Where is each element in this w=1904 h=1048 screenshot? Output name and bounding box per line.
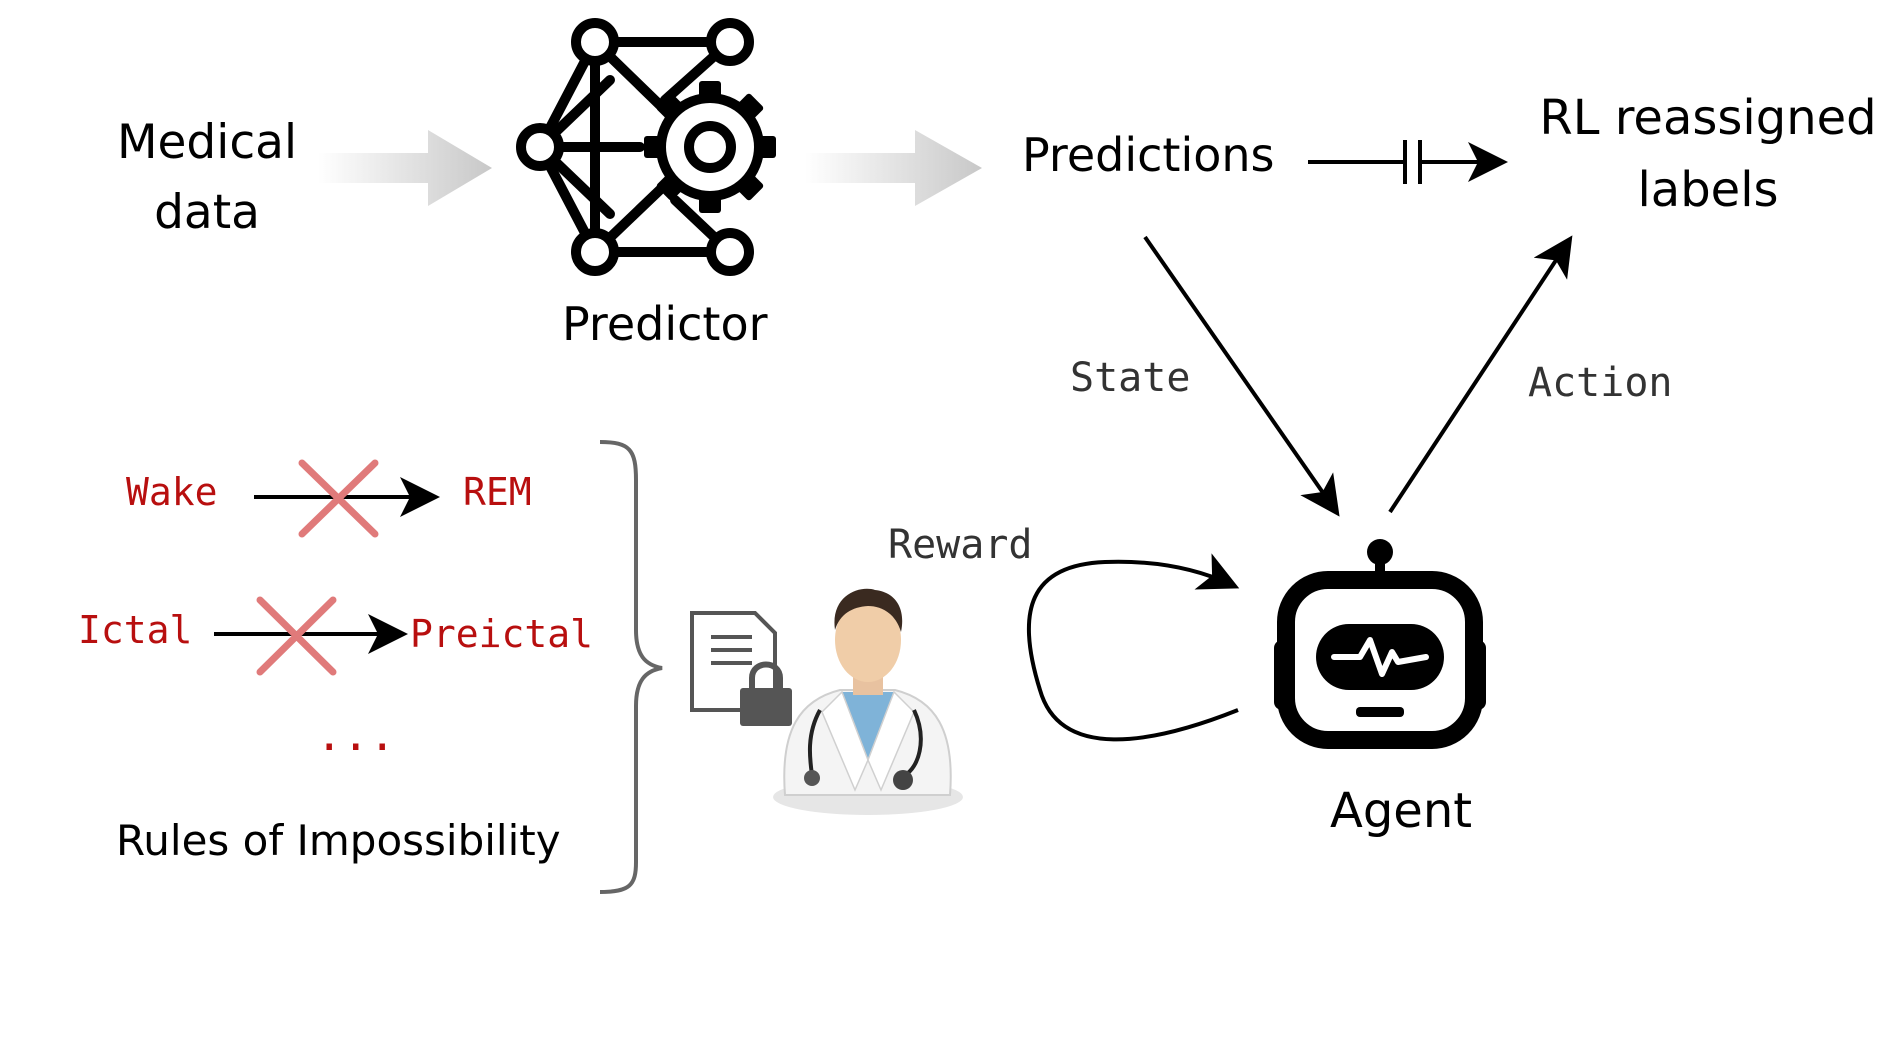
state-arrow — [1143, 235, 1340, 517]
rules-ellipsis: ... — [316, 710, 396, 761]
input-label: Medical data — [112, 108, 302, 248]
rule2-from-label: Ictal — [78, 608, 193, 652]
rule1-to-label: REM — [463, 470, 532, 514]
action-label: Action — [1528, 360, 1673, 406]
predictions-label: Predictions — [1022, 128, 1275, 182]
doctor-icon — [773, 588, 963, 815]
blocked-arrow — [1308, 140, 1508, 184]
predictor-label: Predictor — [562, 297, 768, 351]
action-arrow — [1388, 235, 1573, 514]
rule2-cross-icon — [256, 596, 337, 676]
agent-label: Agent — [1330, 783, 1473, 839]
rule2-to-label: Preictal — [410, 612, 594, 656]
rules-brace — [599, 440, 663, 894]
output-label: RL reassigned labels — [1518, 82, 1898, 226]
output-label-line1: RL reassigned — [1539, 90, 1877, 146]
input-flow-arrow — [318, 130, 492, 206]
predictor-flow-arrow — [805, 130, 982, 206]
output-label-line2: labels — [1637, 162, 1779, 218]
predictor-network-icon — [516, 18, 754, 276]
rules-caption: Rules of Impossibility — [116, 816, 561, 865]
reward-loop-arrow — [1026, 553, 1240, 742]
input-label-line2: data — [154, 185, 260, 240]
reward-label: Reward — [888, 522, 1033, 568]
rule1-cross-icon — [298, 459, 379, 538]
rule1-from-label: Wake — [126, 470, 218, 514]
locked-document-icon — [690, 611, 792, 726]
state-label: State — [1070, 355, 1191, 401]
robot-agent-icon — [1274, 539, 1486, 749]
input-label-line1: Medical — [116, 115, 298, 170]
gear-icon — [644, 81, 776, 213]
